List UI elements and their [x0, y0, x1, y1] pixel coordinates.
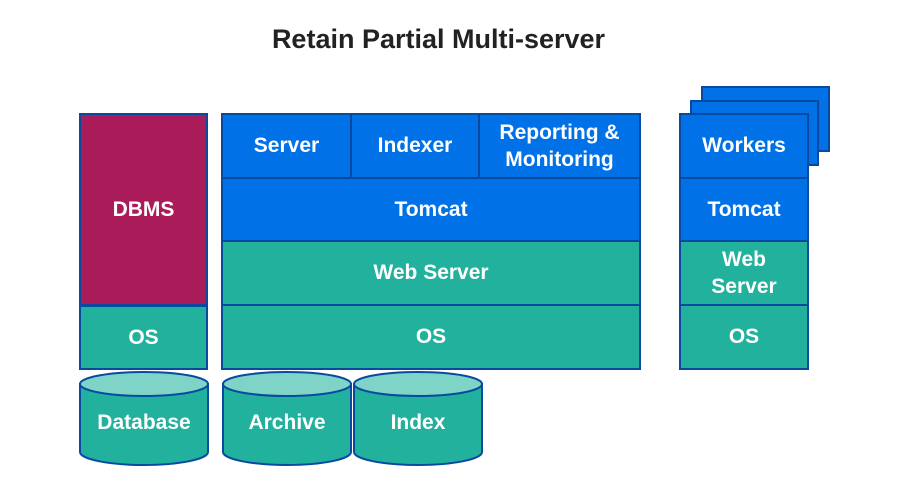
workers-web-server-box: Web Server	[679, 240, 809, 306]
dbms-os-box: OS	[79, 305, 208, 370]
archive-cylinder-icon	[222, 371, 352, 466]
indexer-box: Indexer	[350, 113, 480, 179]
index-cylinder-icon	[353, 371, 483, 466]
dbms-box: DBMS	[79, 113, 208, 306]
tomcat-box: Tomcat	[221, 177, 641, 242]
database-label: Database	[97, 411, 191, 434]
diagram-title: Retain Partial Multi-server	[271, 24, 606, 54]
server-box: Server	[221, 113, 352, 179]
database-cylinder-icon	[79, 371, 209, 466]
index-label: Index	[390, 411, 446, 434]
workers-os-box: OS	[679, 304, 809, 370]
workers-box: Workers	[679, 113, 809, 179]
workers-tomcat-box: Tomcat	[679, 177, 809, 242]
web-server-box: Web Server	[221, 240, 641, 306]
main-os-box: OS	[221, 304, 641, 370]
archive-label: Archive	[248, 411, 326, 434]
reporting-monitoring-box: Reporting & Monitoring	[478, 113, 641, 179]
